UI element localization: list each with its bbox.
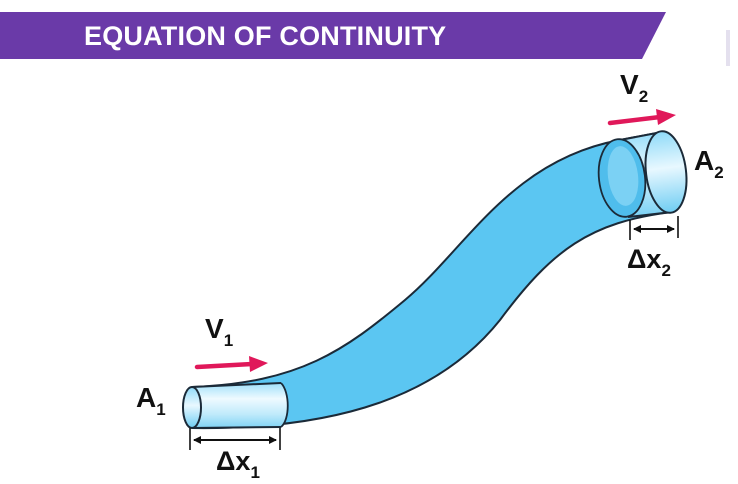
velocity-arrow-1	[194, 356, 268, 372]
label-delta-x1: Δx1	[216, 446, 260, 482]
label-a1: A1	[136, 382, 166, 419]
inlet-section-outline	[191, 382, 282, 429]
inlet-section	[192, 383, 288, 428]
label-v1: V1	[205, 313, 233, 350]
page-title: EQUATION OF CONTINUITY	[84, 21, 447, 51]
label-a2: A2	[694, 145, 724, 182]
delta-x1-dimension	[189, 428, 281, 450]
delta-x2-dimension	[629, 216, 679, 240]
outlet-cross-section-highlight	[607, 146, 639, 206]
inlet-cross-section	[280, 382, 289, 428]
header-banner	[0, 12, 730, 66]
banner-edge-mark	[726, 30, 730, 66]
inlet-cap	[182, 386, 202, 429]
outlet-cap	[644, 130, 688, 214]
label-v2: V2	[620, 69, 648, 106]
label-delta-x2: Δx2	[627, 244, 671, 280]
banner-background	[0, 12, 666, 59]
velocity-arrow-2	[607, 109, 676, 126]
